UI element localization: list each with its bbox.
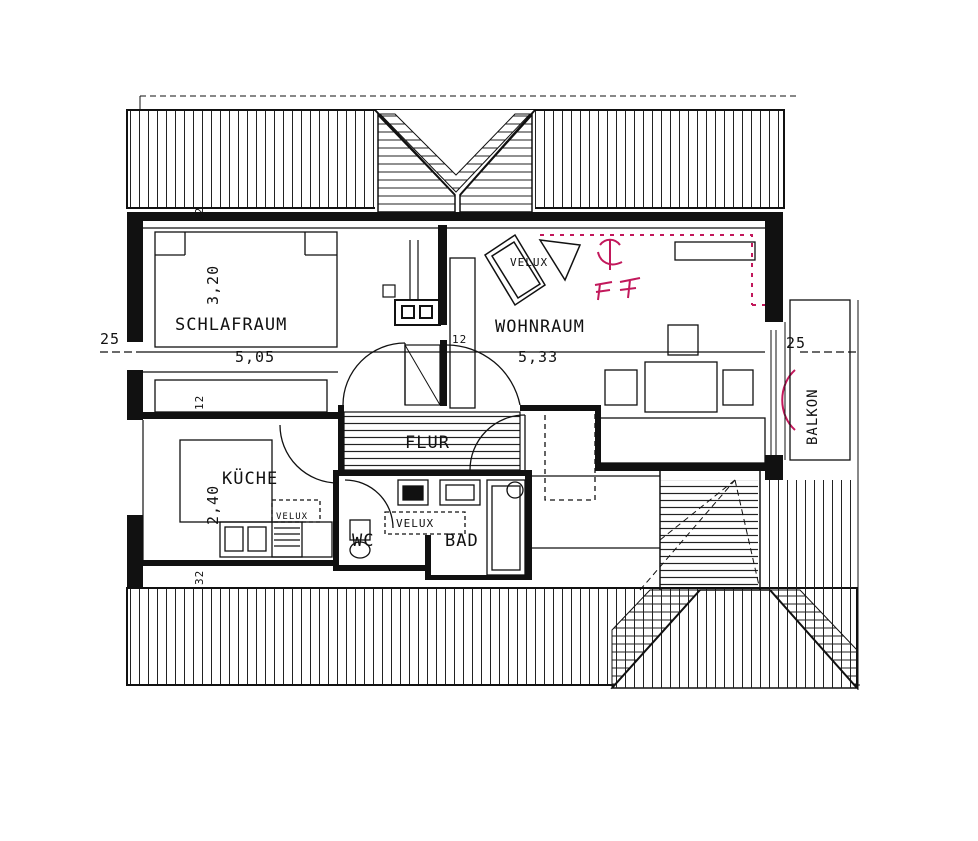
bed xyxy=(154,231,338,413)
roof-top xyxy=(126,95,800,213)
dim-wall-bottom: 32 xyxy=(193,570,206,585)
dim-wall-left: 25 xyxy=(100,330,120,348)
dim-wall-right: 25 xyxy=(786,334,806,352)
door-kueche xyxy=(279,424,339,484)
door-flur xyxy=(469,414,526,471)
dim-kueche-depth: 2,40 xyxy=(204,485,222,525)
interior-lines xyxy=(100,227,858,560)
label-velux-bad: VELUX xyxy=(396,517,434,530)
label-velux-kueche: VELUX xyxy=(276,512,308,522)
kueche-furniture xyxy=(179,439,333,558)
door-balkon xyxy=(781,369,796,431)
label-bad: BAD xyxy=(445,531,479,551)
label-wohnraum: WOHNRAUM xyxy=(495,317,585,337)
door-wc xyxy=(344,479,394,529)
door-schlafraum xyxy=(342,342,406,406)
red-annotation xyxy=(540,234,765,306)
balcony xyxy=(770,299,851,461)
velux-wohnraum xyxy=(483,233,582,307)
wc-bad-fixtures xyxy=(349,479,526,576)
dim-wohnraum-width: 5,33 xyxy=(518,348,558,366)
staircase xyxy=(639,300,859,690)
walls xyxy=(127,212,783,587)
label-kueche: KÜCHE xyxy=(222,467,278,489)
roof-bottom xyxy=(126,587,860,690)
label-velux-wohnraum: VELUX xyxy=(510,256,548,269)
dim-wall-mid: 12 xyxy=(193,395,206,410)
dim-schlafraum-depth: 3,20 xyxy=(204,265,222,305)
dim-wall-top: 12 xyxy=(193,207,206,222)
door-wohnraum xyxy=(446,344,521,406)
label-schlafraum: SCHLAFRAUM xyxy=(175,315,287,335)
dim-schlafraum-width: 5,05 xyxy=(235,348,275,366)
wohnraum-furniture xyxy=(449,241,766,501)
flur-stairs xyxy=(343,411,521,471)
label-flur: FLUR xyxy=(405,433,450,453)
dim-wall-inner: 12 xyxy=(452,333,467,346)
label-wc: WC xyxy=(352,531,374,551)
label-balkon: BALKON xyxy=(805,388,821,445)
